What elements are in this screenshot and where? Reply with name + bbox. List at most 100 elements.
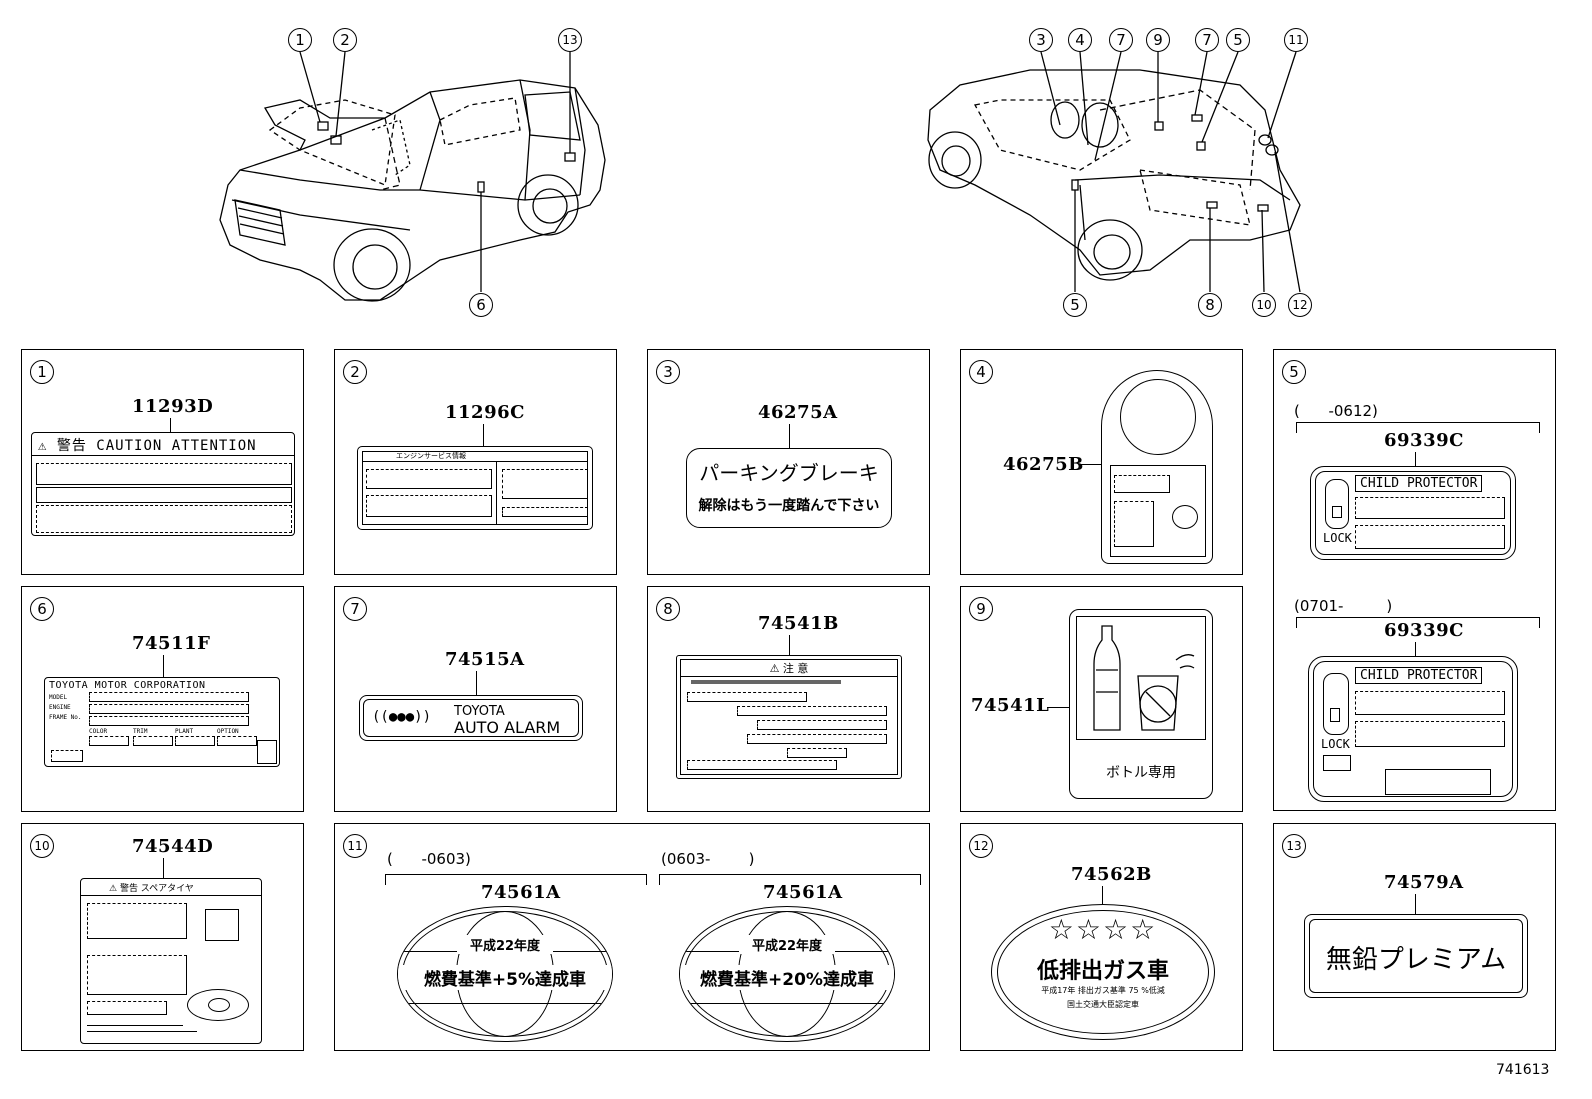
panel-number: 5 xyxy=(1282,360,1306,384)
panel-9: 9 74541L ボトル専用 xyxy=(960,586,1243,812)
warning-triangle-icon: ⚠ xyxy=(769,662,783,675)
rear-vehicle-drawing xyxy=(927,51,1301,293)
part-number-1: 69339C xyxy=(1384,430,1464,451)
emblem-text: 燃費基準+20%達成車 xyxy=(680,965,894,990)
figure-id: 741613 xyxy=(1496,1062,1550,1078)
callout-1: 1 xyxy=(288,28,312,52)
warning-triangle-icon: ⚠ xyxy=(38,438,48,454)
label-69339C-b: LOCK CHILD PROTECTOR xyxy=(1308,656,1518,802)
parking-brake-line2: 解除はもう一度踏んで下さい xyxy=(698,498,880,514)
bottle-only-caption: ボトル専用 xyxy=(1106,765,1176,781)
panel-number: 1 xyxy=(30,360,54,384)
caution-title: ⚠ 注 意 xyxy=(769,662,809,675)
hanger-hole xyxy=(1120,379,1196,455)
trim-label: TRIM xyxy=(133,728,148,735)
part-number-1: 74561A xyxy=(481,882,561,903)
panel-number: 8 xyxy=(656,597,680,621)
label-74511F: TOYOTA MOTOR CORPORATION MODEL ENGINE FR… xyxy=(44,677,280,767)
label-11293D: ⚠ 警告 CAUTION ATTENTION xyxy=(31,432,295,536)
spare-tire-icon xyxy=(187,989,249,1021)
label-warning-text: ⚠ 警告 CAUTION ATTENTION xyxy=(38,438,257,454)
part-number: 74511F xyxy=(132,633,211,654)
low-emission-emblem: ☆☆☆☆ 低排出ガス車 平成17年 排出ガス基準 75 %低減 国土交通大臣認定… xyxy=(991,904,1215,1040)
panel-number: 4 xyxy=(969,360,993,384)
fuel-economy-emblem-1: 平成22年度 燃費基準+5%達成車 xyxy=(397,906,613,1042)
panel-number: 7 xyxy=(343,597,367,621)
label-74544D: ⚠ 警告 スペアタイヤ xyxy=(80,878,262,1044)
toyota-text: TOYOTA xyxy=(454,704,505,719)
panel-3: 3 46275A パーキングブレーキ 解除はもう一度踏んで下さい xyxy=(647,349,930,575)
panel-6: 6 74511F TOYOTA MOTOR CORPORATION MODEL … xyxy=(21,586,304,812)
part-number: 74515A xyxy=(445,649,525,670)
panel-number: 2 xyxy=(343,360,367,384)
parking-brake-line1: パーキングブレーキ xyxy=(699,461,879,485)
range-1: ( -0612) xyxy=(1294,402,1378,420)
callout-3: 3 xyxy=(1029,28,1053,52)
child-protector-title: CHILD PROTECTOR xyxy=(1355,667,1483,684)
label-46275B xyxy=(1101,370,1213,564)
panel-12: 12 74562B ☆☆☆☆ 低排出ガス車 平成17年 排出ガス基準 75 %低… xyxy=(960,823,1243,1051)
callout-11: 11 xyxy=(1284,28,1308,52)
part-number-2: 74561A xyxy=(763,882,843,903)
color-label: COLOR xyxy=(89,728,108,735)
label-74515A: ((●●●)) TOYOTA AUTO ALARM xyxy=(359,695,583,741)
emblem-year: 平成22年度 xyxy=(739,935,835,954)
panel-7: 7 74515A ((●●●)) TOYOTA AUTO ALARM xyxy=(334,586,617,812)
panel-number: 6 xyxy=(30,597,54,621)
front-vehicle-drawing xyxy=(219,51,606,302)
low-emission-text: 低排出ガス車 xyxy=(1036,959,1169,984)
bottle-only-icon xyxy=(1093,625,1195,731)
manufacturer-title: TOYOTA MOTOR CORPORATION xyxy=(49,680,206,691)
brake-pedal-icon xyxy=(1172,505,1198,529)
panel-8: 8 74541B ⚠ 注 意 xyxy=(647,586,930,812)
range-1: ( -0603) xyxy=(387,850,471,868)
callout-5b: 5 xyxy=(1063,293,1087,317)
spare-tire-warning-title: ⚠ 警告 スペアタイヤ xyxy=(109,884,194,894)
fuel-economy-emblem-2: 平成22年度 燃費基準+20%達成車 xyxy=(679,906,895,1042)
lock-text: LOCK xyxy=(1323,531,1352,545)
part-number: 74562B xyxy=(1071,864,1152,885)
part-number: 74541L xyxy=(971,695,1050,716)
lock-switch-icon xyxy=(1325,479,1349,529)
alarm-icon: ((●●●)) xyxy=(372,709,432,725)
panel-2: 2 11296C エンジンサービス情報 xyxy=(334,349,617,575)
panel-number: 3 xyxy=(656,360,680,384)
part-number: 46275B xyxy=(1003,454,1084,475)
callout-6: 6 xyxy=(469,293,493,317)
part-number: 74579A xyxy=(1384,872,1464,893)
model-label: MODEL xyxy=(49,694,68,701)
callout-9: 9 xyxy=(1146,28,1170,52)
range-2: (0701- ) xyxy=(1294,597,1393,615)
part-number-2: 69339C xyxy=(1384,620,1464,641)
panel-number: 10 xyxy=(30,834,54,858)
part-number: 46275A xyxy=(758,402,838,423)
callout-2: 2 xyxy=(333,28,357,52)
panel-4: 4 46275B xyxy=(960,349,1243,575)
part-number: 11296C xyxy=(445,402,525,423)
star-rating-icon: ☆☆☆☆ xyxy=(1048,913,1158,946)
engine-service-info: エンジンサービス情報 xyxy=(396,452,466,460)
panel-5: 5 ( -0612) 69339C LOCK CHILD PROTECTOR (… xyxy=(1273,349,1556,811)
label-74541L: ボトル専用 xyxy=(1069,609,1213,799)
panel-10: 10 74544D ⚠ 警告 スペアタイヤ xyxy=(21,823,304,1051)
label-11296C: エンジンサービス情報 xyxy=(357,446,593,530)
callout-4: 4 xyxy=(1068,28,1092,52)
label-46275A: パーキングブレーキ 解除はもう一度踏んで下さい xyxy=(686,448,892,528)
emblem-text: 燃費基準+5%達成車 xyxy=(398,965,612,990)
part-number: 74544D xyxy=(132,836,214,857)
panel-number: 11 xyxy=(343,834,367,858)
option-label: OPTION xyxy=(217,728,239,735)
panel-13: 13 74579A 無鉛プレミアム xyxy=(1273,823,1556,1051)
part-number: 74541B xyxy=(758,613,839,634)
callout-12: 12 xyxy=(1288,293,1312,317)
engine-label: ENGINE xyxy=(49,704,71,711)
panel-11: 11 ( -0603) (0603- ) 74561A 74561A 平成22年… xyxy=(334,823,930,1051)
warning-triangle-icon: ⚠ xyxy=(109,884,120,894)
callout-13: 13 xyxy=(558,28,582,52)
callout-7b: 7 xyxy=(1195,28,1219,52)
callout-5: 5 xyxy=(1226,28,1250,52)
panel-number: 9 xyxy=(969,597,993,621)
child-protector-title: CHILD PROTECTOR xyxy=(1355,475,1483,492)
certification-text: 国土交通大臣認定車 xyxy=(1067,1000,1139,1009)
range-2: (0603- ) xyxy=(661,850,755,868)
